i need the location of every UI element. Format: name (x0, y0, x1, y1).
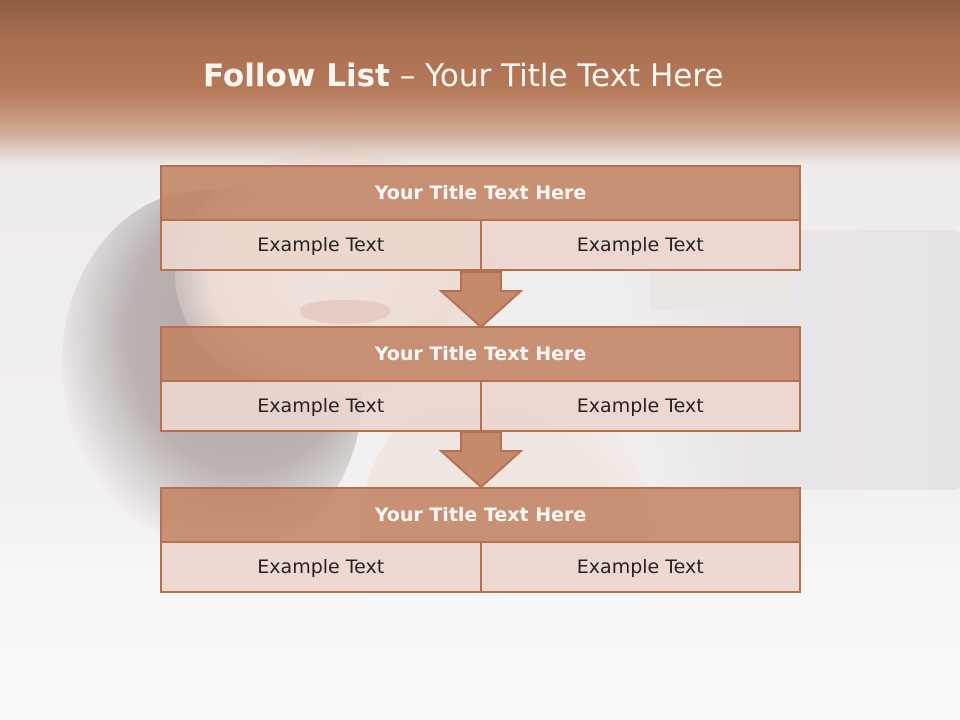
down-arrow-icon (439, 431, 523, 489)
flow-block-3: Your Title Text Here Example Text Exampl… (160, 487, 801, 593)
flow-block-cells: Example Text Example Text (160, 382, 801, 432)
photo-smile-detail (300, 300, 390, 324)
flow-block-cell-right: Example Text (479, 382, 801, 432)
photo-shelf-detail (650, 270, 790, 310)
slide-title-rest: – Your Title Text Here (389, 58, 724, 94)
flow-block-cell-left: Example Text (160, 221, 480, 271)
slide-title-bold: Follow List (203, 58, 390, 94)
flow-block-title: Your Title Text Here (160, 165, 801, 221)
header-band (0, 0, 960, 165)
flow-block-1: Your Title Text Here Example Text Exampl… (160, 165, 801, 271)
flow-block-cells: Example Text Example Text (160, 221, 801, 271)
flow-block-cell-right: Example Text (479, 221, 801, 271)
flow-block-cells: Example Text Example Text (160, 543, 801, 593)
flow-block-title: Your Title Text Here (160, 487, 801, 543)
flow-block-title: Your Title Text Here (160, 326, 801, 382)
flow-block-cell-left: Example Text (160, 543, 480, 593)
flow-block-cell-right: Example Text (479, 543, 801, 593)
flow-block-cell-left: Example Text (160, 382, 480, 432)
down-arrow-icon (439, 271, 523, 329)
flow-block-2: Your Title Text Here Example Text Exampl… (160, 326, 801, 432)
slide-title: Follow List – Your Title Text Here (203, 54, 723, 98)
